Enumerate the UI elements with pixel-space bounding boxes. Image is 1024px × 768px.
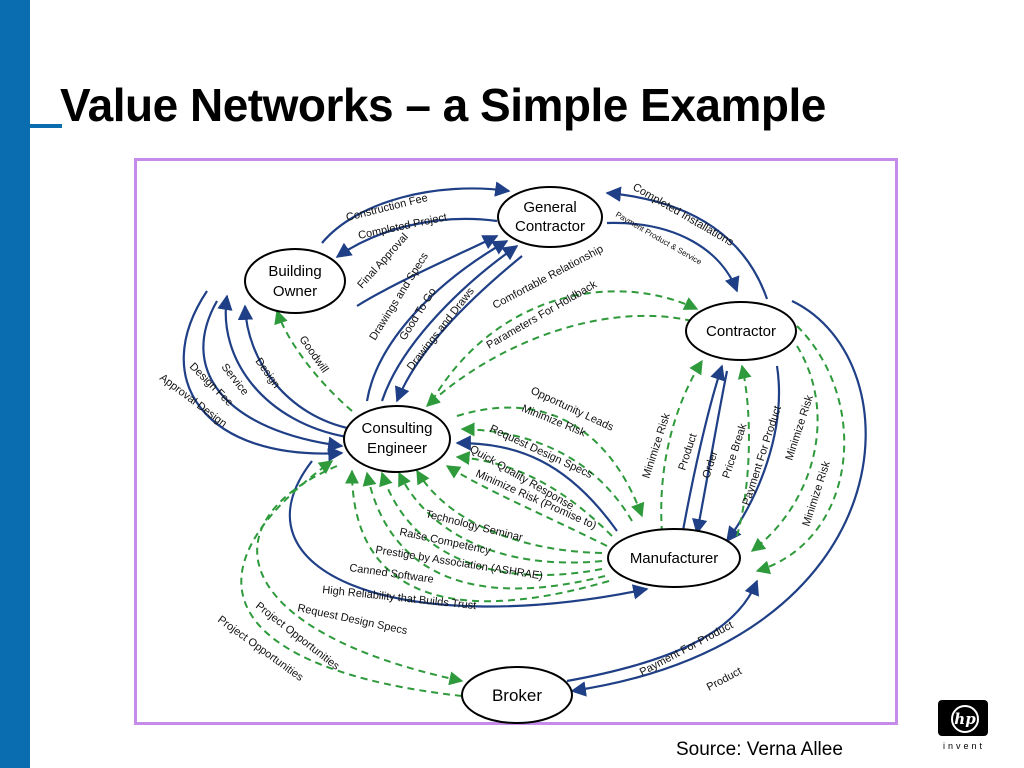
- arc-goodwill: [274, 309, 353, 412]
- node-label-line: Contractor: [515, 218, 585, 235]
- arc-high-reliability: [345, 469, 610, 603]
- slide-title: Value Networks – a Simple Example: [60, 79, 826, 131]
- arc-drawings-and-draws: [395, 255, 523, 403]
- exchange-label: Request Design Specs: [296, 602, 408, 637]
- node-contractor[interactable]: Contractor: [685, 301, 797, 361]
- node-label-line: Contractor: [706, 323, 776, 340]
- node-label-line: Engineer: [367, 440, 427, 457]
- exchange-label: Price Break: [720, 422, 749, 480]
- hp-logo-glyph: hp: [951, 705, 979, 733]
- arc-approval-design: [182, 290, 344, 462]
- exchange-label: Parameters For Holdback: [485, 278, 600, 351]
- diagram-frame: Construction Fee Completed Project Compl…: [134, 158, 898, 725]
- arc-payment-product-service: [606, 221, 740, 293]
- arc-construction-fee: [321, 181, 511, 244]
- node-broker[interactable]: Broker: [461, 666, 573, 724]
- exchange-label: High Reliability that Builds Trust: [322, 584, 477, 612]
- value-network-diagram: Construction Fee Completed Project Compl…: [157, 181, 867, 724]
- arc-payment-for-product-broker: [566, 579, 759, 683]
- exchange-label: Payment For Product: [740, 404, 784, 507]
- exchange-label: Order: [700, 449, 720, 480]
- exchange-label: Design: [253, 356, 282, 391]
- exchange-label: Minimize Risk: [800, 459, 833, 528]
- hp-logo-mark: hp: [938, 700, 988, 736]
- arc-request-design-specs-ce: [288, 460, 649, 608]
- arc-project-opportunities-2: [240, 460, 463, 697]
- arc-service: [217, 294, 348, 439]
- exchange-label: Payment For Product: [638, 619, 735, 678]
- node-manufacturer[interactable]: Manufacturer: [607, 528, 741, 588]
- source-credit: Source: Verna Allee: [676, 739, 843, 760]
- node-general-contractor[interactable]: General Contractor: [497, 186, 603, 248]
- node-label-line: General: [523, 199, 576, 216]
- node-label-line: Manufacturer: [630, 550, 718, 567]
- node-building-owner[interactable]: Building Owner: [244, 248, 346, 314]
- arc-raise-competency: [398, 471, 603, 564]
- arc-parameters-for-holdback: [425, 314, 693, 407]
- arc-quick-quality-response: [455, 451, 613, 537]
- left-accent-bar: [0, 0, 30, 768]
- arc-minimize-risk-promise: [445, 465, 608, 547]
- exchange-label: Completed Installations: [631, 181, 736, 249]
- arc-technology-seminar: [416, 469, 603, 554]
- exchange-label: Minimize Risk: [783, 393, 816, 462]
- arc-minimize-risk-mfr-contractor: [660, 359, 703, 534]
- arc-good-to-go: [380, 245, 519, 402]
- arc-price-break: [736, 364, 752, 537]
- arc-request-design-specs-mfr: [455, 435, 618, 532]
- arc-drawings-and-specs: [365, 240, 509, 402]
- arc-minimize-risk-contractor-mfr: [750, 345, 819, 552]
- arc-final-approval: [356, 235, 499, 307]
- tangible-arcs: [182, 181, 867, 697]
- exchange-label: Canned Software: [349, 562, 435, 586]
- node-label-line: Broker: [492, 686, 542, 705]
- hp-logo-tagline: invent: [942, 741, 986, 751]
- exchange-label: Product: [705, 665, 744, 693]
- exchange-label: Minimize Risk (Promise to): [474, 468, 598, 532]
- arc-prestige-by-association: [379, 471, 603, 576]
- arc-order: [692, 370, 729, 535]
- arc-project-opportunities-1: [256, 465, 464, 686]
- hp-logo: hp invent: [934, 700, 994, 758]
- node-label-line: Consulting: [362, 420, 433, 437]
- arc-minimize-risk-outer: [755, 325, 846, 575]
- arc-design-fee: [202, 300, 344, 452]
- arc-completed-installations: [605, 186, 769, 300]
- arc-payment-for-product-contractor: [726, 365, 781, 543]
- node-label-line: Building: [268, 263, 321, 280]
- arc-minimize-risk-ce: [460, 422, 633, 522]
- node-consulting-engineer[interactable]: Consulting Engineer: [343, 405, 451, 473]
- intangible-arcs: [240, 290, 846, 697]
- arc-product-mfr-contractor: [680, 364, 725, 537]
- arc-completed-project: [335, 217, 498, 258]
- arc-canned-software: [362, 471, 606, 590]
- arc-product-contractor-broker: [570, 300, 867, 697]
- node-label-line: Owner: [273, 283, 317, 300]
- title-rule: [0, 124, 62, 128]
- exchange-label: Approval Design: [157, 372, 229, 430]
- arc-opportunity-leads: [456, 406, 645, 518]
- arc-design: [237, 304, 353, 431]
